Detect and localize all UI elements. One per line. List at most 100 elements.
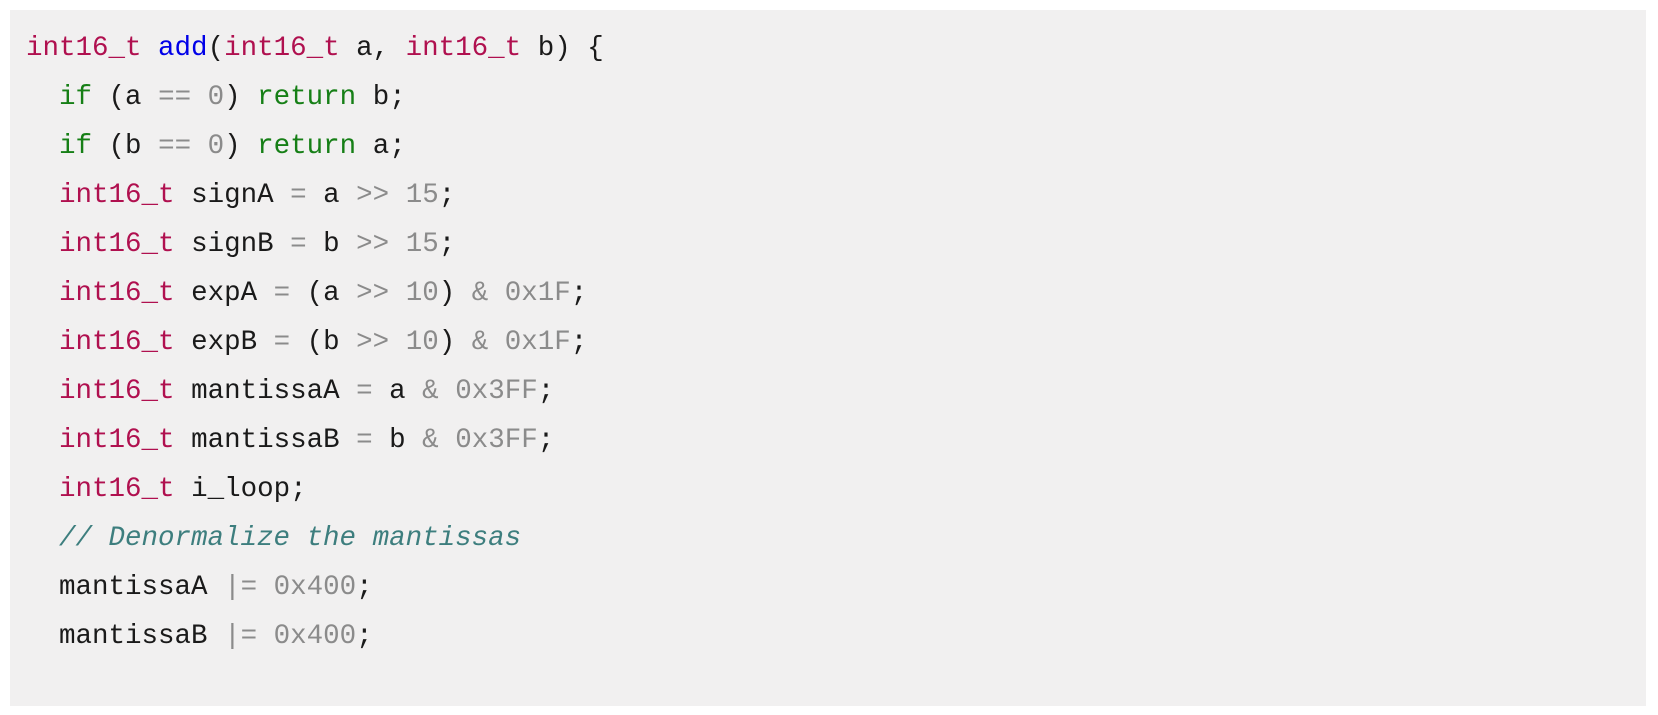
code-token: ; [570,278,588,309]
code-token: a [323,278,340,309]
code-token: expA [191,278,258,309]
code-token [191,82,208,113]
code-token: ) [224,131,258,162]
code-token [274,180,291,211]
code-line: int16_t add(int16_t a, int16_t b) { [10,24,1646,73]
code-line: int16_t expA = (a >> 10) & 0x1F; [10,269,1646,318]
code-token: b [125,131,142,162]
code-token: mantissaB [59,621,208,652]
code-indent [26,474,59,505]
code-token: b [372,82,390,113]
code-token: b [323,229,340,260]
code-line: mantissaA |= 0x400; [10,563,1646,612]
code-token: if [59,82,93,113]
code-token: 0x400 [273,572,357,603]
code-token [373,376,390,407]
code-token: int16_t [224,33,340,64]
code-token: 0x3FF [455,425,538,456]
code-token [521,33,538,64]
code-token: 0 [207,82,225,113]
code-token: add [158,33,208,64]
code-token: ; [290,474,307,505]
code-token [142,33,159,64]
code-token [208,572,225,603]
code-token [439,376,456,407]
code-token: & [471,327,489,358]
code-indent [26,327,59,358]
code-line: if (b == 0) return a; [10,122,1646,171]
code-token: a [125,82,142,113]
code-token [406,425,423,456]
code-token: & [471,278,489,309]
code-token: , [372,33,406,64]
code-token: mantissaA [191,376,340,407]
code-token: |= [224,621,258,652]
code-token: = [273,327,291,358]
code-token [340,33,357,64]
code-token: return [257,82,357,113]
code-token: ; [389,131,406,162]
code-token [488,278,505,309]
code-token: i_loop [191,474,291,505]
code-token [439,425,456,456]
code-line: int16_t i_loop; [10,465,1646,514]
code-token [175,425,192,456]
code-token [175,229,192,260]
code-indent [26,82,59,113]
code-token: 0 [207,131,225,162]
code-token: >> [356,180,390,211]
code-token: signA [191,180,274,211]
code-line: int16_t mantissaA = a & 0x3FF; [10,367,1646,416]
code-token: int16_t [59,376,175,407]
code-token [175,278,192,309]
code-token: ( [207,33,225,64]
code-token: = [290,229,307,260]
code-line: int16_t expB = (b >> 10) & 0x1F; [10,318,1646,367]
code-token: ; [356,572,373,603]
code-token: int16_t [59,180,175,211]
code-token: int16_t [59,425,175,456]
code-token: ; [438,229,456,260]
code-line: // Denormalize the mantissas [10,514,1646,563]
code-token: 15 [405,180,439,211]
code-indent [26,425,59,456]
code-token: b [537,33,555,64]
code-token: ( [92,82,126,113]
code-token [340,376,357,407]
code-token: 10 [405,278,439,309]
code-token [389,229,406,260]
code-indent [26,376,59,407]
code-token: ; [438,180,456,211]
code-token: int16_t [26,33,142,64]
code-token: int16_t [405,33,522,64]
code-token [389,180,406,211]
code-token [257,572,274,603]
code-token [274,229,291,260]
code-token [142,131,159,162]
code-lines-container: int16_t add(int16_t a, int16_t b) { if (… [10,24,1646,661]
code-token [340,180,357,211]
code-token [257,278,274,309]
code-token [307,229,324,260]
code-token [389,327,406,358]
code-token [175,474,192,505]
code-token: int16_t [59,229,175,260]
code-token [191,131,208,162]
code-token [257,621,274,652]
code-token: 0x1F [504,278,571,309]
code-token: 0x1F [504,327,571,358]
code-token: ; [570,327,588,358]
code-token: mantissaB [191,425,340,456]
code-token: if [59,131,93,162]
code-token: a [323,180,340,211]
code-token: ( [92,131,126,162]
code-token: & [422,425,439,456]
code-token: = [290,180,307,211]
code-token: == [158,82,192,113]
code-token: int16_t [59,474,175,505]
code-token: ) { [554,33,604,64]
code-token: = [356,376,373,407]
code-token: >> [356,278,390,309]
code-token: a [389,376,406,407]
code-token [340,425,357,456]
